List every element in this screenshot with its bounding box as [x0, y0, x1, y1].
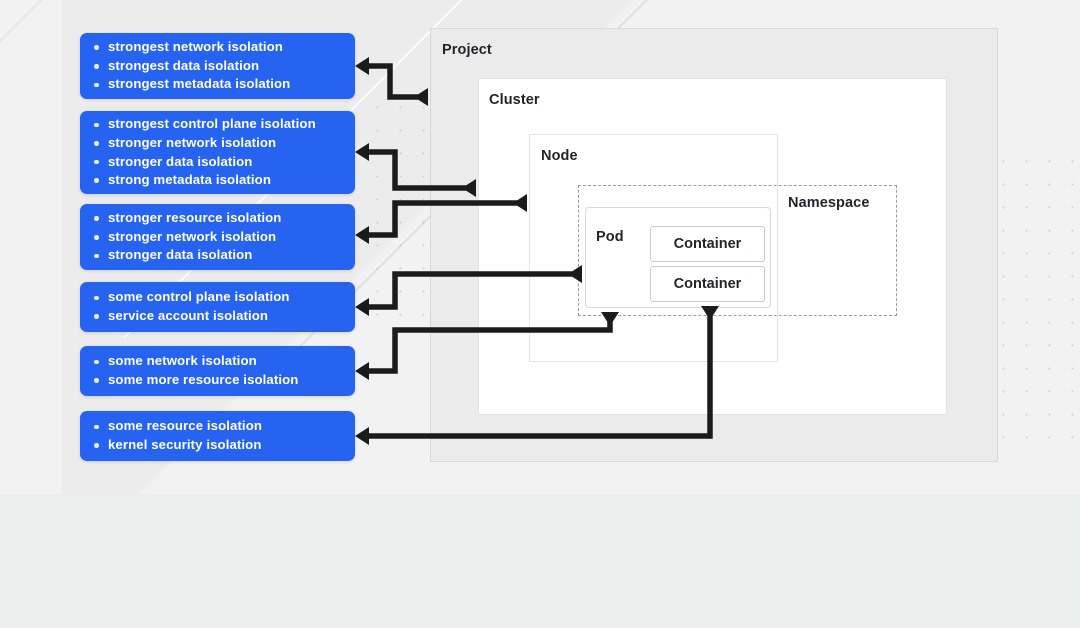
- bullet-item: stronger data isolation: [92, 246, 345, 265]
- isolation-card-4[interactable]: some control plane isolation service acc…: [80, 282, 355, 332]
- bullet-item: strongest control plane isolation: [92, 115, 345, 134]
- project-label: Project: [442, 42, 492, 58]
- isolation-card-5[interactable]: some network isolation some more resourc…: [80, 346, 355, 396]
- bullet-item: stronger network isolation: [92, 134, 345, 153]
- namespace-label: Namespace: [788, 195, 870, 211]
- bullet-list: stronger resource isolation stronger net…: [92, 209, 345, 265]
- bullet-item: strong metadata isolation: [92, 171, 345, 190]
- bullet-item: strongest data isolation: [92, 57, 345, 76]
- isolation-card-2[interactable]: strongest control plane isolation strong…: [80, 111, 355, 194]
- background-panel-left: [0, 0, 62, 494]
- isolation-card-1[interactable]: strongest network isolation strongest da…: [80, 33, 355, 99]
- bullet-item: some control plane isolation: [92, 288, 345, 307]
- bullet-list: some control plane isolation service acc…: [92, 288, 345, 325]
- bullet-item: some resource isolation: [92, 417, 345, 436]
- bullet-item: stronger resource isolation: [92, 209, 345, 228]
- diagram-canvas: strongest network isolation strongest da…: [0, 0, 1080, 494]
- bullet-list: some network isolation some more resourc…: [92, 352, 345, 389]
- namespace-container[interactable]: [578, 185, 897, 316]
- container-box-1[interactable]: Container: [650, 226, 765, 262]
- bullet-item: stronger data isolation: [92, 153, 345, 172]
- bullet-item: some more resource isolation: [92, 371, 345, 390]
- bullet-item: service account isolation: [92, 307, 345, 326]
- pod-label: Pod: [596, 229, 624, 245]
- bullet-item: stronger network isolation: [92, 228, 345, 247]
- bullet-list: some resource isolation kernel security …: [92, 417, 345, 454]
- bullet-item: some network isolation: [92, 352, 345, 371]
- bullet-item: kernel security isolation: [92, 436, 345, 455]
- isolation-card-3[interactable]: stronger resource isolation stronger net…: [80, 204, 355, 270]
- bullet-item: strongest network isolation: [92, 38, 345, 57]
- isolation-card-6[interactable]: some resource isolation kernel security …: [80, 411, 355, 461]
- bullet-list: strongest network isolation strongest da…: [92, 38, 345, 94]
- bullet-item: strongest metadata isolation: [92, 75, 345, 94]
- container-box-2[interactable]: Container: [650, 266, 765, 302]
- node-label: Node: [541, 148, 578, 164]
- cluster-label: Cluster: [489, 92, 540, 108]
- bullet-list: strongest control plane isolation strong…: [92, 115, 345, 189]
